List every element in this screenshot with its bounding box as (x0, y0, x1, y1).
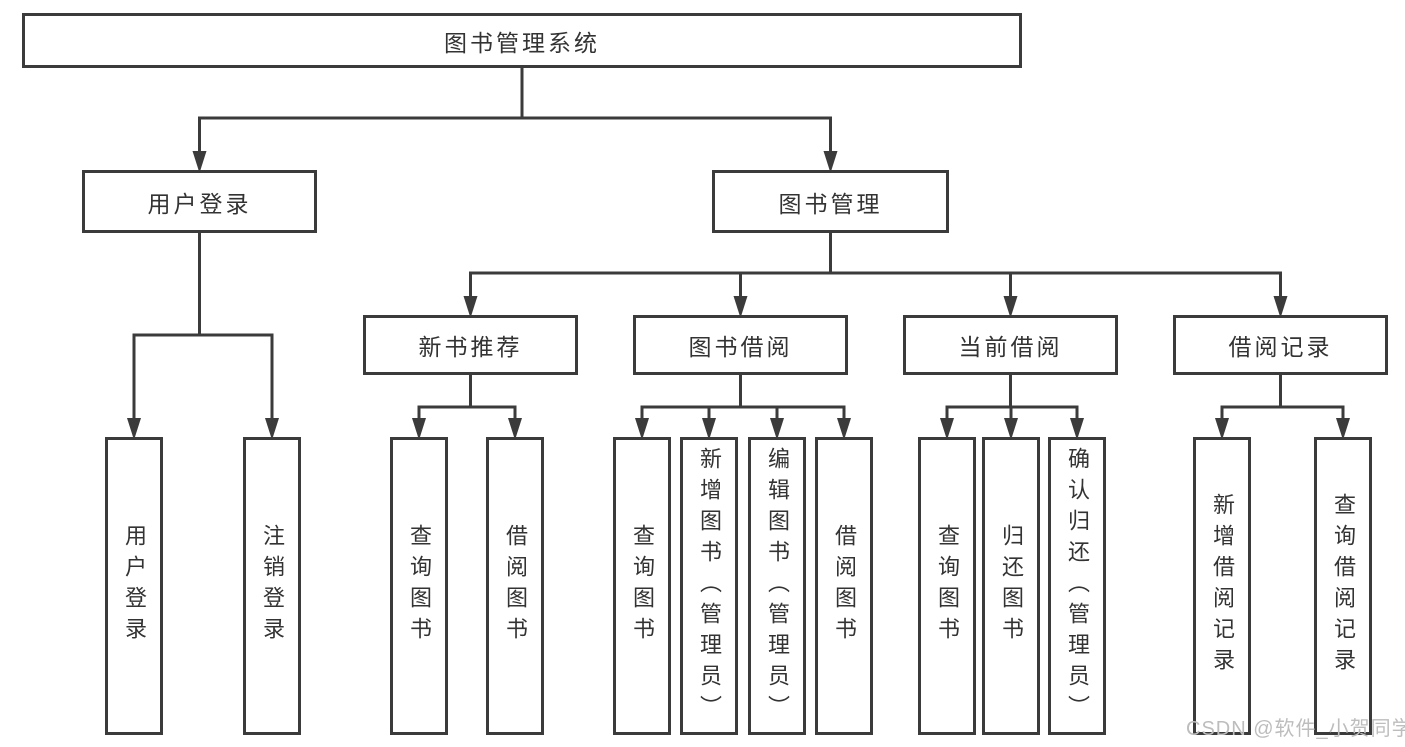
node-label-current-borrow: 当前借阅 (958, 334, 1063, 360)
node-system: 图书管理系统 (22, 13, 1022, 68)
node-new-book-rec: 新书推荐 (363, 315, 578, 375)
node-logout: 注销登录 (243, 437, 301, 735)
node-borrow-records: 借阅记录 (1173, 315, 1388, 375)
node-label-book-borrow: 图书借阅 (688, 334, 793, 360)
csdn-watermark: CSDN @软件_小贺同学 (1186, 718, 1405, 740)
node-label-logout: 注销登录 (260, 524, 285, 648)
node-nbr-borrow: 借阅图书 (486, 437, 544, 735)
node-label-new-book-rec: 新书推荐 (418, 334, 523, 360)
node-bb-borrow: 借阅图书 (815, 437, 873, 735)
node-cb-confirm: 确认归还（管理员） (1048, 437, 1106, 735)
node-label-br-add: 新增借阅记录 (1210, 493, 1235, 679)
node-label-cb-query: 查询图书 (935, 524, 960, 648)
node-br-add: 新增借阅记录 (1193, 437, 1251, 735)
node-label-user-login: 用户登录 (147, 190, 252, 217)
node-br-query: 查询借阅记录 (1314, 437, 1372, 735)
node-current-borrow: 当前借阅 (903, 315, 1118, 375)
node-label-system: 图书管理系统 (444, 29, 600, 56)
node-bb-edit: 编辑图书（管理员） (748, 437, 806, 735)
node-label-nbr-borrow: 借阅图书 (503, 524, 528, 648)
node-label-nbr-query: 查询图书 (407, 524, 432, 648)
node-bb-add: 新增图书（管理员） (680, 437, 738, 735)
node-book-borrow: 图书借阅 (633, 315, 848, 375)
node-label-bb-edit: 编辑图书（管理员） (765, 446, 790, 726)
node-bb-query: 查询图书 (613, 437, 671, 735)
node-label-bb-query: 查询图书 (630, 524, 655, 648)
node-label-login: 用户登录 (122, 524, 147, 648)
node-label-borrow-records: 借阅记录 (1228, 334, 1333, 360)
node-login: 用户登录 (105, 437, 163, 735)
node-user-login: 用户登录 (82, 170, 317, 233)
node-label-cb-confirm: 确认归还（管理员） (1065, 446, 1090, 726)
node-cb-return: 归还图书 (982, 437, 1040, 735)
node-nbr-query: 查询图书 (390, 437, 448, 735)
node-cb-query: 查询图书 (918, 437, 976, 735)
node-label-book-management: 图书管理 (778, 190, 883, 217)
node-book-management: 图书管理 (712, 170, 949, 233)
node-label-br-query: 查询借阅记录 (1331, 493, 1356, 679)
node-label-bb-borrow: 借阅图书 (832, 524, 857, 648)
node-label-cb-return: 归还图书 (999, 524, 1024, 648)
node-label-bb-add: 新增图书（管理员） (697, 446, 722, 726)
